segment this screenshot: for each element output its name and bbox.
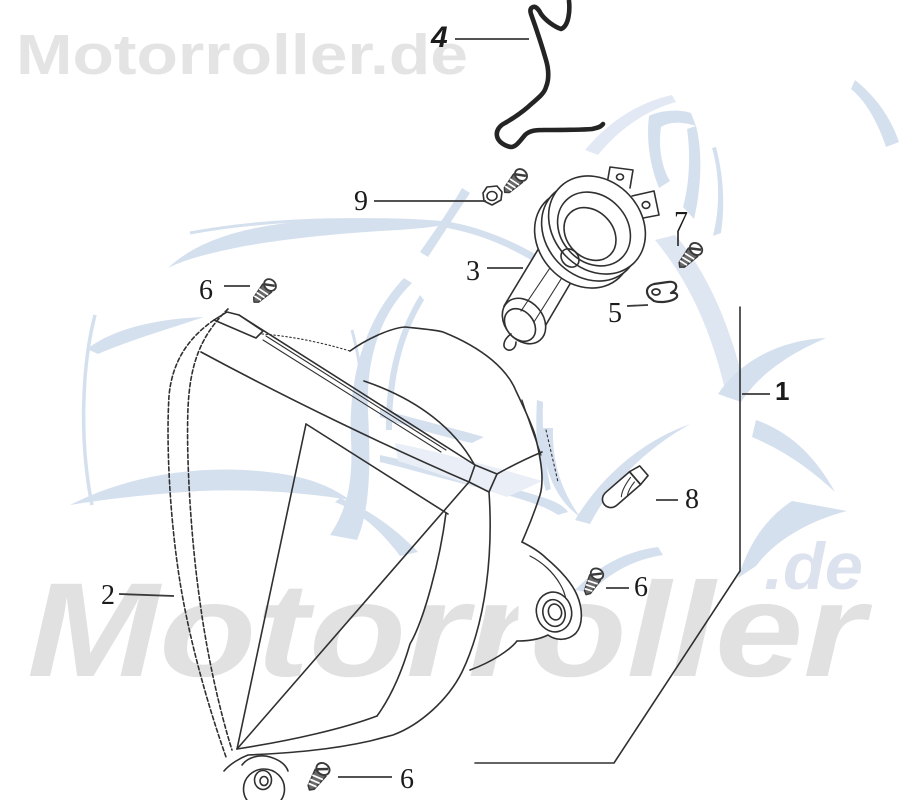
svg-text:6: 6 [634, 572, 648, 603]
svg-text:2: 2 [101, 580, 115, 611]
svg-text:8: 8 [685, 484, 699, 515]
svg-text:6: 6 [400, 764, 414, 795]
svg-text:.de: .de [764, 529, 863, 603]
svg-text:Motorroller: Motorroller [27, 556, 873, 705]
svg-text:1: 1 [775, 376, 789, 406]
svg-text:5: 5 [608, 298, 622, 329]
svg-text:3: 3 [466, 256, 480, 287]
svg-text:9: 9 [354, 186, 368, 217]
svg-text:Motorroller.de: Motorroller.de [16, 23, 468, 87]
svg-text:6: 6 [199, 275, 213, 306]
svg-text:7: 7 [674, 207, 688, 238]
svg-text:4: 4 [430, 21, 448, 54]
